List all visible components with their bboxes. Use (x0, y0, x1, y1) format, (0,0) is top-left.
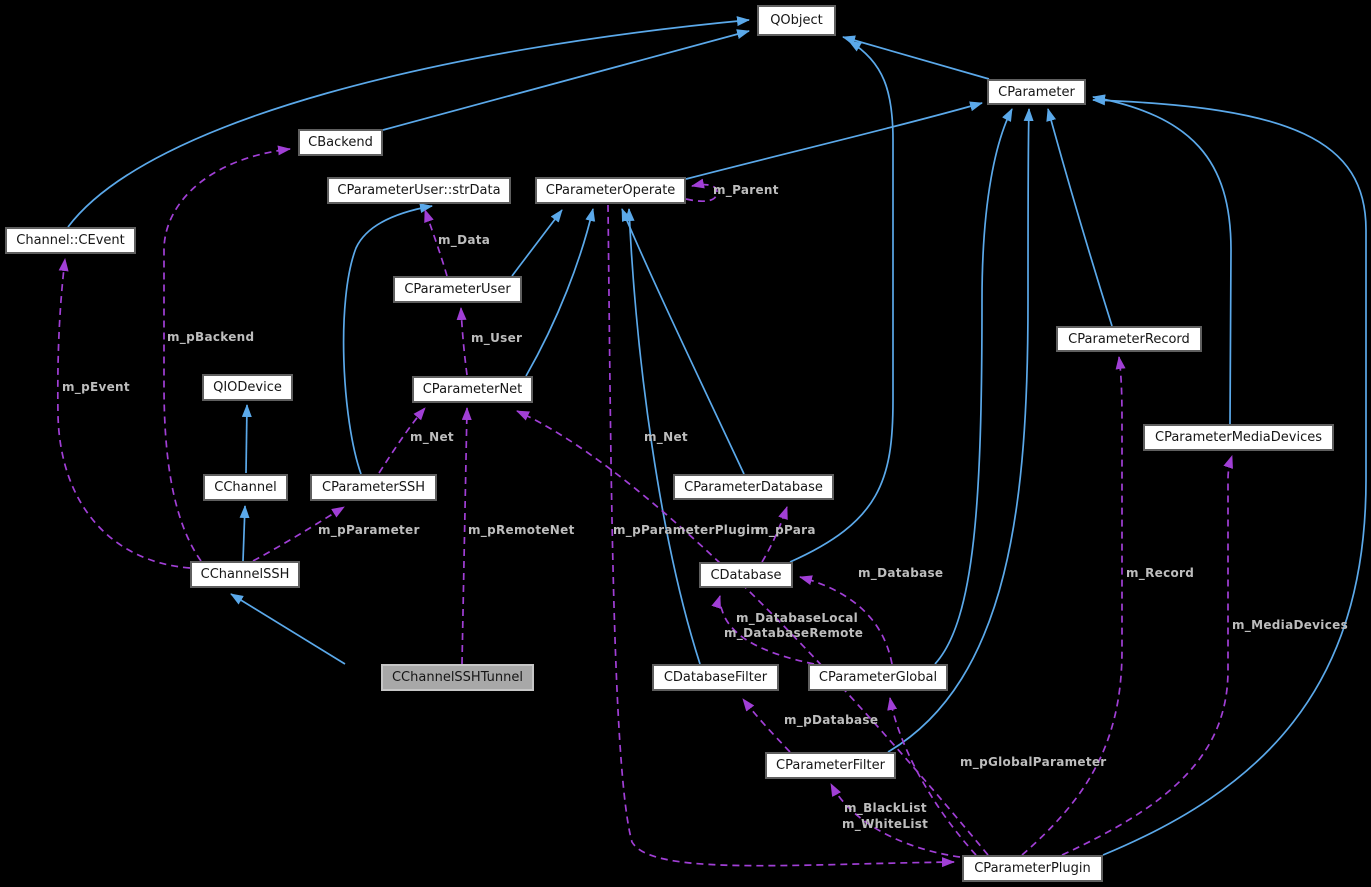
edge-label-m-parent: m_Parent (713, 183, 779, 197)
node-cbackend[interactable]: CBackend (298, 129, 383, 156)
edge-m-databaselocal-remote (711, 595, 815, 665)
edge-cbackend-qobject (382, 29, 750, 131)
edge-label-m-user: m_User (471, 331, 523, 345)
node-cparameterssh[interactable]: CParameterSSH (310, 474, 437, 501)
edge-m-pparameterplugin (607, 204, 955, 868)
edge-m-pevent (56, 258, 191, 569)
edge-label-m-data: m_Data (438, 233, 491, 247)
edge-cglobal-cparameter (934, 108, 1013, 665)
node-cparameteruser-strdata[interactable]: CParameterUser::strData (327, 177, 511, 204)
edge-m-data (424, 209, 448, 277)
edge-label-m-database: m_Database (858, 566, 944, 580)
edge-cuser-coperate (511, 209, 563, 277)
node-cparameterfilter[interactable]: CParameterFilter (765, 752, 896, 779)
node-cparameter[interactable]: CParameter (987, 79, 1086, 105)
node-cparameterdatabase[interactable]: CParameterDatabase (673, 474, 834, 500)
node-cchannelsshtunnel[interactable]: CChannelSSHTunnel (381, 664, 534, 691)
node-cparameteroperate[interactable]: CParameterOperate (535, 177, 686, 204)
edge-cnet-coperate (525, 208, 596, 377)
edge-label-m-blacklist: m_BlackList (844, 801, 927, 815)
edge-m-net-left (378, 407, 426, 474)
edge-m-ppara (761, 506, 788, 563)
edge-cchannel-qiodevice (241, 404, 252, 474)
node-cdatabasefilter[interactable]: CDatabaseFilter (652, 664, 779, 691)
edge-m-net-right (516, 410, 989, 856)
edge-label-m-record: m_Record (1126, 566, 1195, 580)
edge-label-m-whitelist: m_WhiteList (842, 817, 929, 831)
edge-label-m-net-right: m_Net (644, 430, 688, 444)
node-cparameteruser[interactable]: CParameterUser (393, 276, 522, 303)
node-cparameterglobal[interactable]: CParameterGlobal (808, 664, 948, 691)
edge-label-m-pdatabase: m_pDatabase (784, 713, 879, 727)
node-cparameterplugin[interactable]: CParameterPlugin (962, 855, 1103, 882)
node-qiodevice[interactable]: QIODevice (202, 374, 293, 401)
edge-crecord-cparameter (1046, 108, 1113, 327)
edge-m-user (456, 307, 468, 376)
edge-cevent-qobject (67, 16, 750, 228)
edge-label-m-pbackend: m_pBackend (167, 330, 255, 344)
edge-cplugin-cparameter (1092, 95, 1367, 856)
edge-cpdatabase-coperate (621, 208, 745, 475)
edge-m-database (799, 575, 893, 665)
node-cdatabase[interactable]: CDatabase (699, 562, 793, 588)
node-cparameternet[interactable]: CParameterNet (412, 376, 533, 403)
edge-m-pparameter (252, 506, 345, 562)
edge-cchannelssh-cchannel (239, 505, 250, 562)
edge-coperate-cparameter (685, 101, 983, 180)
edge-cdbfilter-coperate (624, 208, 701, 665)
edge-label-m-net-left: m_Net (410, 430, 454, 444)
edge-label-m-ppara: m_pPara (756, 523, 816, 537)
node-cchannelssh[interactable]: CChannelSSH (190, 561, 300, 588)
edge-label-m-pglobalparameter: m_pGlobalParameter (960, 755, 1107, 769)
edge-cmediadevices-cparameter (1092, 94, 1232, 425)
node-qobject[interactable]: QObject (757, 5, 836, 36)
edge-cssh-strdata (342, 203, 433, 475)
edge-m-premotenet (461, 407, 472, 665)
edge-label-m-mediadevices: m_MediaDevices (1232, 618, 1349, 632)
edge-m-parent-selfloop (685, 178, 718, 202)
edge-label-m-pparameter: m_pParameter (318, 523, 420, 537)
node-cparameterrecord[interactable]: CParameterRecord (1056, 326, 1202, 352)
edge-cparameter-qobject (842, 35, 990, 80)
node-cchannel[interactable]: CChannel (203, 474, 288, 501)
node-channel-cevent[interactable]: Channel::CEvent (5, 227, 136, 254)
edge-label-m-databaselocal: m_DatabaseLocal (736, 611, 859, 625)
edge-ctunnel-cchannelssh (230, 593, 346, 665)
edge-m-pdatabase (742, 698, 791, 753)
edge-label-m-databaseremote: m_DatabaseRemote (724, 626, 864, 640)
edge-label-m-premotenet: m_pRemoteNet (468, 523, 575, 537)
node-cparametermediadevices[interactable]: CParameterMediaDevices (1143, 424, 1334, 451)
edge-m-mediadevices (1061, 455, 1233, 856)
edge-m-pglobalparameter (887, 697, 977, 856)
edge-m-record (1021, 356, 1126, 856)
edge-m-pbackend (163, 145, 291, 562)
edge-label-m-pevent: m_pEvent (62, 380, 130, 394)
edge-m-blacklist-whitelist (830, 783, 961, 858)
edge-label-m-pparameterplugin: m_pParameterPlugin (613, 523, 760, 537)
edge-cdatabase-qobject (789, 40, 894, 563)
edge-cfilter-cparameter (887, 108, 1034, 753)
